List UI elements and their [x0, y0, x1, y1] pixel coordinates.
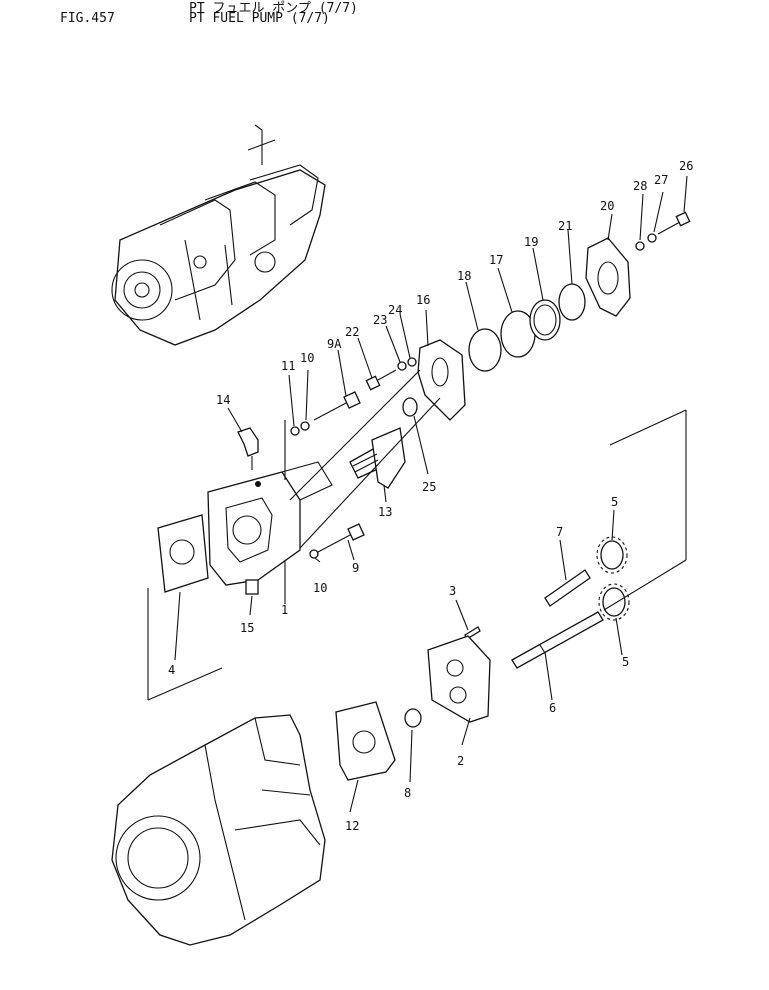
part-25-seal-ring [402, 397, 418, 417]
callout-10-upper: 10 [300, 351, 314, 365]
part-24-washer [407, 357, 417, 367]
part-23-washer [397, 361, 407, 371]
title-english: PT FUEL PUMP (7/7) [189, 11, 330, 26]
callout-11: 11 [281, 359, 295, 373]
callout-18: 18 [457, 269, 471, 283]
callout-13: 13 [378, 505, 392, 519]
part-9-bolt [317, 523, 365, 553]
callout-labels: 1 2 3 4 5 5 6 7 8 9 9A 10 10 11 12 13 14… [168, 159, 693, 833]
callout-10-lower: 10 [313, 581, 327, 595]
callout-23: 23 [373, 313, 387, 327]
callout-24: 24 [388, 303, 402, 317]
part-15-plug [245, 579, 259, 595]
callout-9: 9 [352, 561, 359, 575]
part-12-gasket-plate [335, 701, 396, 781]
callout-27: 27 [654, 173, 668, 187]
callout-19: 19 [524, 235, 538, 249]
callout-5-upper: 5 [611, 495, 618, 509]
part-19-ring [529, 299, 561, 341]
part-9a-bolt [313, 391, 361, 421]
callout-22: 22 [345, 325, 359, 339]
callout-8: 8 [404, 786, 411, 800]
part-16-cover-plate [417, 339, 466, 421]
callout-14: 14 [216, 393, 230, 407]
figure-number: FIG.457 [60, 11, 115, 26]
part-10-washer-upper [300, 421, 310, 431]
part-11-washer [290, 426, 300, 436]
assembly-reference-lines [147, 369, 687, 701]
callout-16: 16 [416, 293, 430, 307]
part-27-washer [647, 233, 657, 243]
callout-12: 12 [345, 819, 359, 833]
callout-9a: 9A [327, 337, 342, 351]
part-22-bolt [365, 369, 397, 391]
callout-28: 28 [633, 179, 647, 193]
callout-1: 1 [281, 603, 288, 617]
part-8-bushing [404, 708, 422, 728]
part-10-washer-lower [309, 549, 319, 559]
leader-lines [174, 175, 688, 813]
callout-26: 26 [679, 159, 693, 173]
part-21-o-ring [558, 283, 586, 321]
pump-assembly-bottom-drawing [111, 714, 326, 946]
part-2-housing-plate [427, 635, 491, 723]
pump-assembly-top-drawing [111, 124, 326, 346]
part-5-gear-lower [598, 583, 630, 621]
callout-4: 4 [168, 663, 175, 677]
part-14-elbow-fitting [237, 427, 259, 470]
part-4-gasket [157, 514, 209, 593]
part-28-washer [635, 241, 645, 251]
callout-3: 3 [449, 584, 456, 598]
part-13-elbow-adapter [349, 427, 406, 489]
callout-6: 6 [549, 701, 556, 715]
part-1-pump-body [207, 461, 333, 586]
callout-20: 20 [600, 199, 614, 213]
part-26-bolt [657, 211, 691, 235]
part-20-flange [585, 237, 631, 317]
callout-25: 25 [422, 480, 436, 494]
callout-15: 15 [240, 621, 254, 635]
callout-2: 2 [457, 754, 464, 768]
callout-17: 17 [489, 253, 503, 267]
title-japanese: PT フュエル ポンプ (7/7) [189, 1, 358, 16]
part-5-gear-upper [596, 536, 628, 574]
callout-5-lower: 5 [622, 655, 629, 669]
part-6-drive-shaft [511, 611, 604, 669]
part-18-o-ring [468, 328, 502, 372]
callout-7: 7 [556, 525, 563, 539]
callout-21: 21 [558, 219, 572, 233]
part-7-idler-shaft [544, 569, 591, 607]
